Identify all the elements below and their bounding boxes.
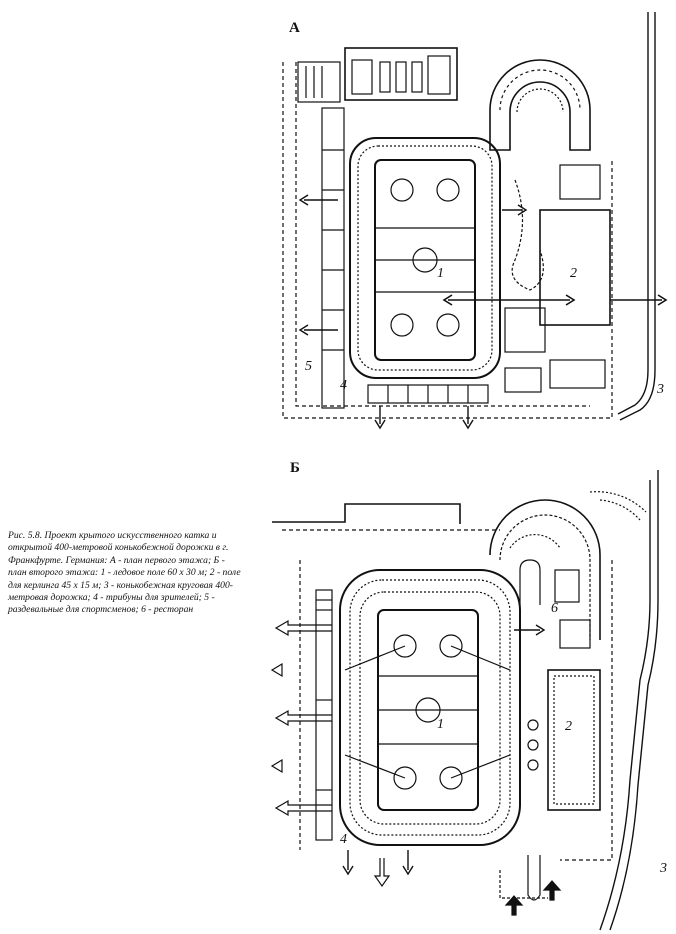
- plan-a-label-5: 5: [305, 359, 312, 374]
- plan-a-letter: А: [289, 20, 300, 36]
- plan-b-label-1: 1: [437, 717, 444, 732]
- plan-b-label-2: 2: [565, 719, 572, 734]
- plan-b-drawing: [270, 470, 659, 931]
- plan-a-label-4: 4: [340, 378, 347, 393]
- plan-b-letter: Б: [290, 460, 300, 476]
- plan-a-label-2: 2: [570, 266, 577, 281]
- plan-b-label-6: 6: [551, 601, 558, 616]
- plan-a-drawing: [282, 12, 668, 430]
- plan-b-label-4: 4: [340, 832, 347, 847]
- figure-caption: Рис. 5.8. Проект крытого искусственного …: [8, 530, 241, 616]
- plan-a-label-3: 3: [656, 382, 664, 397]
- plan-b-label-3: 3: [659, 861, 667, 876]
- plan-a-label-1: 1: [437, 266, 444, 281]
